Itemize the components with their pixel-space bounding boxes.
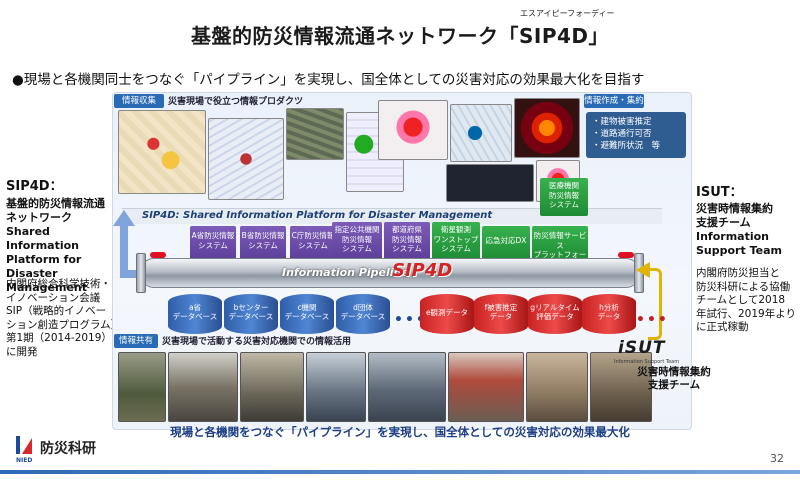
database-cylinder: h分析データ	[582, 294, 636, 334]
isut-name-ja-1: 災害時情報集約	[696, 202, 773, 215]
system-box: 防災情報サービスプラットフォーム	[532, 226, 588, 269]
isut-desc-4: 年試行、2019年より	[696, 307, 797, 320]
sip4d-logo: SIP4D	[392, 260, 453, 281]
field-photo	[526, 352, 588, 422]
map-thumbnail	[450, 104, 512, 162]
database-cylinder: e観測データ	[420, 294, 474, 334]
isut-connector	[648, 268, 662, 340]
sip4d-heading: SIP4D：	[6, 179, 63, 194]
org-name: 防災科研	[40, 441, 96, 457]
collect-caption: 災害現場で役立つ情報プロダクツ	[168, 97, 304, 107]
isut-arrow-icon	[636, 262, 650, 278]
page-title: 基盤的防災情報流通ネットワーク「SIP4D」	[190, 24, 610, 48]
platform-bar	[122, 208, 662, 224]
left-up-arrow	[120, 225, 128, 275]
more-databases-dots: •••	[394, 312, 427, 328]
share-tag: 情報共有	[114, 334, 158, 348]
field-photo	[168, 352, 238, 422]
sip4d-origin: 内閣府総合科学技術・ イノベーション会議 SIP（戦略的イノベー ション創造プロ…	[6, 278, 126, 359]
sip4d-desc-3: SIP（戦略的イノベー	[6, 305, 107, 317]
system-box: 応急対応DX	[482, 226, 530, 260]
isut-name-ja-2: 支援チーム	[696, 216, 751, 229]
page-number: 32	[770, 452, 784, 465]
field-photo	[590, 352, 652, 422]
system-box: 衛星観測ワンストップシステム	[432, 222, 480, 260]
system-box: 医療機関防災情報システム	[540, 178, 588, 216]
map-thumbnail	[208, 118, 284, 200]
isut-desc-5: に正式稼動	[696, 321, 749, 333]
isut-heading: ISUT：	[696, 185, 743, 200]
org-abbr: NIED	[16, 457, 33, 464]
sip4d-name-en-1: Shared Information	[6, 225, 79, 252]
left-arrow-base	[120, 270, 144, 278]
footer-line	[0, 470, 800, 474]
field-photo	[240, 352, 304, 422]
sip4d-name-en-3: Management	[6, 281, 87, 294]
nied-logo-icon	[16, 436, 32, 454]
system-box: B省防災情報システム	[240, 226, 286, 260]
database-cylinder: a省データベース	[168, 294, 222, 334]
more-data-dots: •••	[636, 312, 669, 328]
aggregate-tag: 情報作成・集約	[584, 94, 644, 108]
isut-name-en-1: Information	[696, 230, 769, 243]
page-subtitle: ●現場と各機関同士をつなぐ「パイプライン」を実現し、国全体としての災害対応の効果…	[12, 72, 645, 88]
sip4d-name-en-2: Platform for Disaster	[6, 253, 82, 280]
isut-logo-sub: Information Support Team	[614, 359, 680, 365]
map-thumbnail	[118, 110, 206, 194]
info-product-list: ・建物被害推定 ・道路通行可否 ・避難所状況 等	[586, 112, 686, 158]
pipe-valve	[618, 252, 634, 258]
sip4d-desc-2: イノベーション会議	[6, 291, 101, 304]
information-pipeline	[140, 258, 640, 288]
info-item: ・避難所状況 等	[592, 141, 661, 151]
info-item: ・道路通行可否	[592, 129, 652, 139]
bottom-banner: 現場と各機関をつなぐ「パイプライン」を実現し、国全体としての災害対応の効果最大化	[170, 425, 630, 439]
sip4d-desc-5: 第1期（2014-2019）	[6, 332, 112, 344]
isut-desc-2: 防災科研による協働	[696, 280, 791, 293]
sip4d-name-ja-1: 基盤的防災情報流通	[6, 197, 105, 210]
map-thumbnail	[378, 100, 448, 160]
isut-caption: 災害時情報集約支援チーム	[637, 366, 711, 391]
isut-description: ISUT： 災害時情報集約 支援チーム Information Support …	[696, 186, 800, 258]
system-box: 都道府県防災情報システム	[384, 222, 430, 260]
left-arrow-head-icon	[113, 210, 135, 226]
isut-desc-3: チームとして2018	[696, 294, 786, 306]
field-photo	[448, 352, 524, 422]
field-photo	[306, 352, 366, 422]
share-caption: 災害現場で活動する災害対応機関での情報活用	[162, 337, 352, 347]
pipe-flange	[136, 253, 146, 293]
system-box: 指定公共機関防災情報システム	[332, 222, 382, 260]
isut-name-en-2: Support Team	[696, 244, 782, 257]
field-photo	[368, 352, 446, 422]
database-cylinder: d団体データベース	[336, 294, 390, 334]
system-box: C庁防災情報システム	[290, 226, 336, 260]
platform-label: SIP4D: Shared Information Platform for D…	[142, 210, 493, 221]
database-cylinder: c機関データベース	[280, 294, 334, 334]
sip4d-desc-1: 内閣府総合科学技術・	[6, 278, 111, 290]
field-photo	[118, 352, 166, 422]
sip4d-name-ja-2: ネットワーク	[6, 211, 72, 224]
isut-logo: iSUT	[618, 338, 666, 358]
isut-origin: 内閣府防災担当と 防災科研による協働 チームとして2018 年試行、2019年よ…	[696, 267, 800, 335]
system-box: A省防災情報システム	[190, 226, 236, 260]
pipe-valve	[150, 252, 166, 258]
collect-tag: 情報収集	[114, 94, 164, 108]
isut-desc-1: 内閣府防災担当と	[696, 267, 780, 279]
map-thumbnail	[286, 108, 344, 160]
sip4d-desc-4: ション創造プログラム）	[6, 318, 122, 331]
title-ruby: エスアイピーフォーディー	[520, 9, 615, 18]
database-cylinder: f被害推定データ	[474, 294, 528, 334]
sip4d-desc-6: に開発	[6, 345, 38, 358]
database-cylinder: gリアルタイム評価データ	[528, 294, 582, 334]
database-cylinder: bセンターデータベース	[224, 294, 278, 334]
map-thumbnail	[514, 98, 580, 158]
pipeline-label: Information Pipeline	[282, 266, 409, 279]
info-item: ・建物被害推定	[592, 117, 652, 127]
dashboard-thumbnail	[446, 164, 534, 202]
sip4d-description: SIP4D： 基盤的防災情報流通 ネットワーク Shared Informati…	[6, 180, 126, 295]
